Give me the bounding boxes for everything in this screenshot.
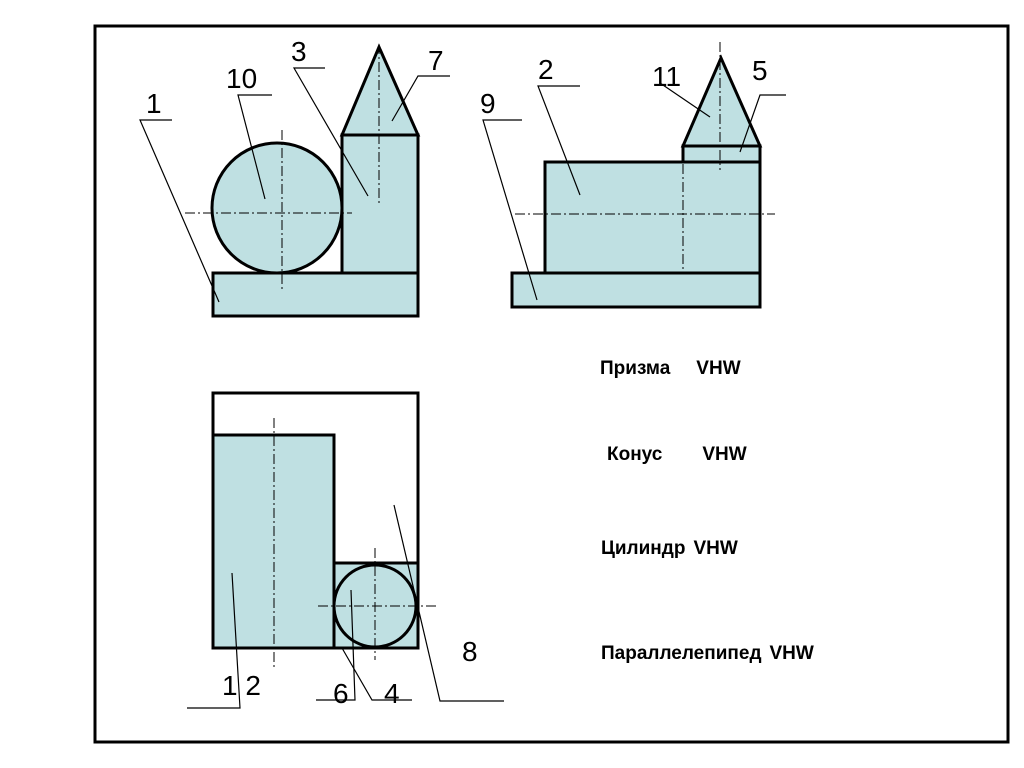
legend-cylinder-name: Цилиндр: [601, 538, 686, 559]
front-base-plate: [211, 271, 420, 318]
side-prism-top: [681, 144, 762, 164]
legend-cone-name: Конус: [607, 444, 663, 465]
callout-4: 4: [384, 678, 400, 709]
callout-9: 9: [480, 88, 496, 119]
legend-item-parallelepiped: Параллелепипед VHW: [601, 643, 814, 665]
legend-item-prism: Призма VHW: [600, 358, 741, 380]
leader-6: [316, 589, 356, 701]
leader-lines: [139, 67, 786, 709]
leader-4: [341, 647, 412, 701]
leader-11: [659, 82, 711, 118]
legend-item-cylinder: Цилиндр VHW: [601, 538, 738, 560]
legend-prism-projections: VHW: [696, 358, 741, 379]
callout-2: 2: [538, 54, 554, 85]
callout-1: 1: [146, 88, 162, 119]
side-cylinder-body: [543, 160, 762, 275]
leader-5: [739, 94, 786, 153]
leader-12: [187, 572, 241, 709]
top-view: [211, 391, 436, 668]
legend-parallelepiped-projections: VHW: [769, 643, 814, 664]
leader-2: [537, 85, 581, 196]
leader-9: [482, 119, 538, 301]
leader-8: [393, 504, 504, 702]
callout-6: 6: [333, 678, 349, 709]
callout-12: 1 2: [222, 670, 261, 701]
leader-7: [391, 75, 450, 122]
callout-10: 10: [226, 63, 257, 94]
front-view: [185, 43, 421, 318]
legend-item-cone: Конус VHW: [607, 444, 747, 466]
legend-parallelepiped-name: Параллелепипед: [601, 643, 762, 664]
callout-5: 5: [752, 55, 768, 86]
side-cone: [680, 54, 763, 148]
leader-1: [139, 119, 220, 303]
leader-3: [292, 67, 369, 197]
callout-8: 8: [462, 636, 478, 667]
legend-cylinder-projections: VHW: [693, 538, 738, 559]
legend-prism-name: Призма: [600, 358, 671, 379]
side-base-plate: [510, 271, 762, 309]
callout-11: 11: [652, 61, 681, 92]
front-cone: [339, 43, 421, 137]
callout-numbers: 1 10 3 7 9 2 11 5 8 1 2 6 4: [146, 36, 768, 709]
front-prism: [340, 133, 420, 275]
side-view: [510, 42, 775, 309]
callout-7: 7: [428, 45, 444, 76]
callout-3: 3: [291, 36, 307, 67]
leader-10: [237, 94, 272, 200]
front-cylinder-circle: [210, 141, 344, 275]
legend-cone-projections: VHW: [702, 444, 747, 465]
sheet-frame: [93, 24, 1010, 744]
